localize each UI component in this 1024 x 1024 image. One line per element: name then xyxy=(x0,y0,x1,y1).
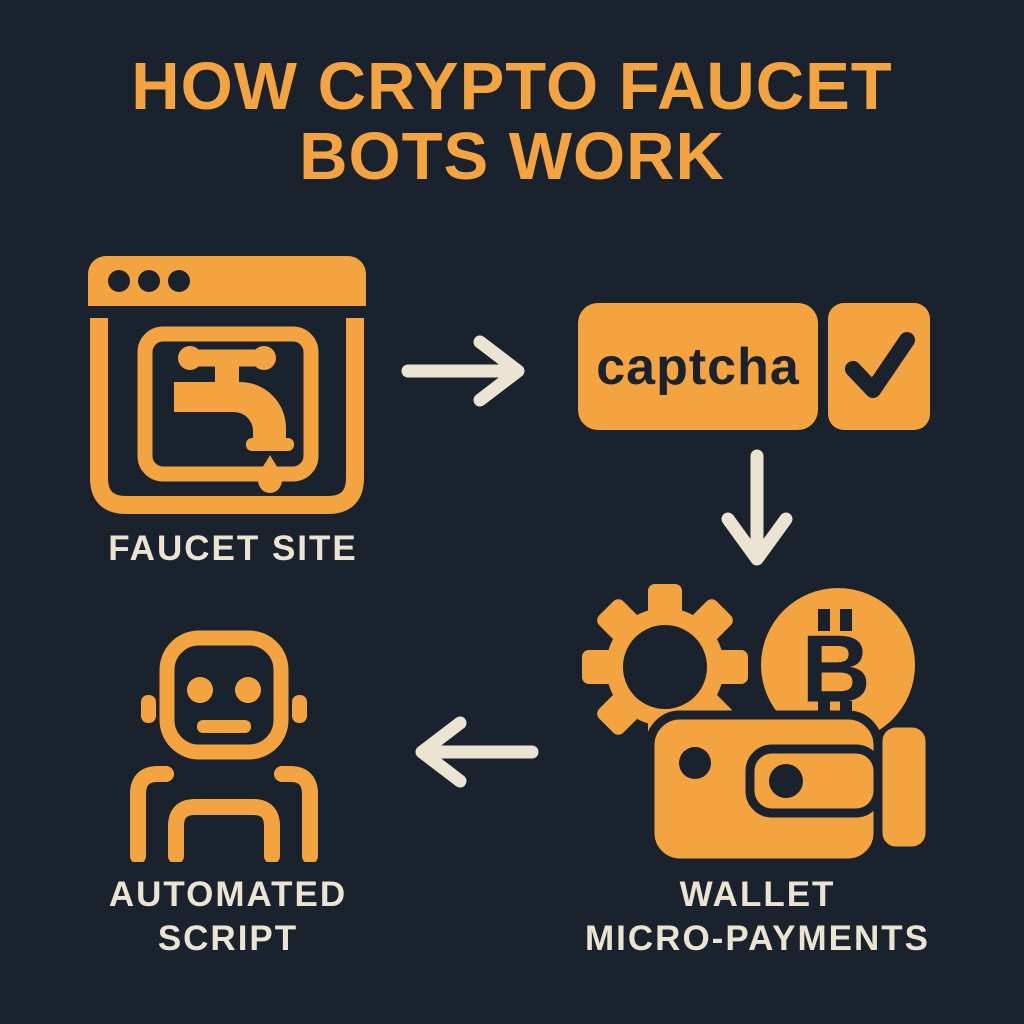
faucet-browser-icon xyxy=(88,256,366,514)
checkmark-icon xyxy=(845,332,915,398)
captcha-box: captcha xyxy=(578,303,818,430)
robot-icon xyxy=(130,630,318,862)
svg-text:B: B xyxy=(801,616,870,723)
script-label-line-1: AUTOMATED xyxy=(108,875,348,914)
bitcoin-icon: B xyxy=(761,588,915,742)
page-title: HOW CRYPTO FAUCET BOTS WORK xyxy=(0,49,1024,195)
arrow-down-icon xyxy=(721,449,793,566)
faucet-site-label: FAUCET SITE xyxy=(108,529,358,568)
title-line-1: HOW CRYPTO FAUCET xyxy=(131,49,893,124)
captcha-checkbox[interactable] xyxy=(828,303,930,430)
arrow-left-icon xyxy=(415,716,539,788)
wallet-label-line-1: WALLET xyxy=(679,875,836,914)
automated-script-label: AUTOMATED SCRIPT xyxy=(33,873,423,961)
script-label-line-2: SCRIPT xyxy=(157,918,299,958)
wallet-icon xyxy=(645,710,883,868)
wallet-node: B xyxy=(578,581,950,883)
wallet-bitcoin-gear-icon: B xyxy=(582,584,935,868)
title-line-2: BOTS WORK xyxy=(299,119,725,195)
arrow-right-icon xyxy=(401,335,525,407)
wallet-label-line-2: MICRO-PAYMENTS xyxy=(585,918,930,958)
captcha-label: captcha xyxy=(596,337,800,396)
faucet-site-node xyxy=(88,254,368,516)
wallet-label: WALLET MICRO-PAYMENTS xyxy=(535,873,980,961)
automated-script-node xyxy=(128,628,328,862)
